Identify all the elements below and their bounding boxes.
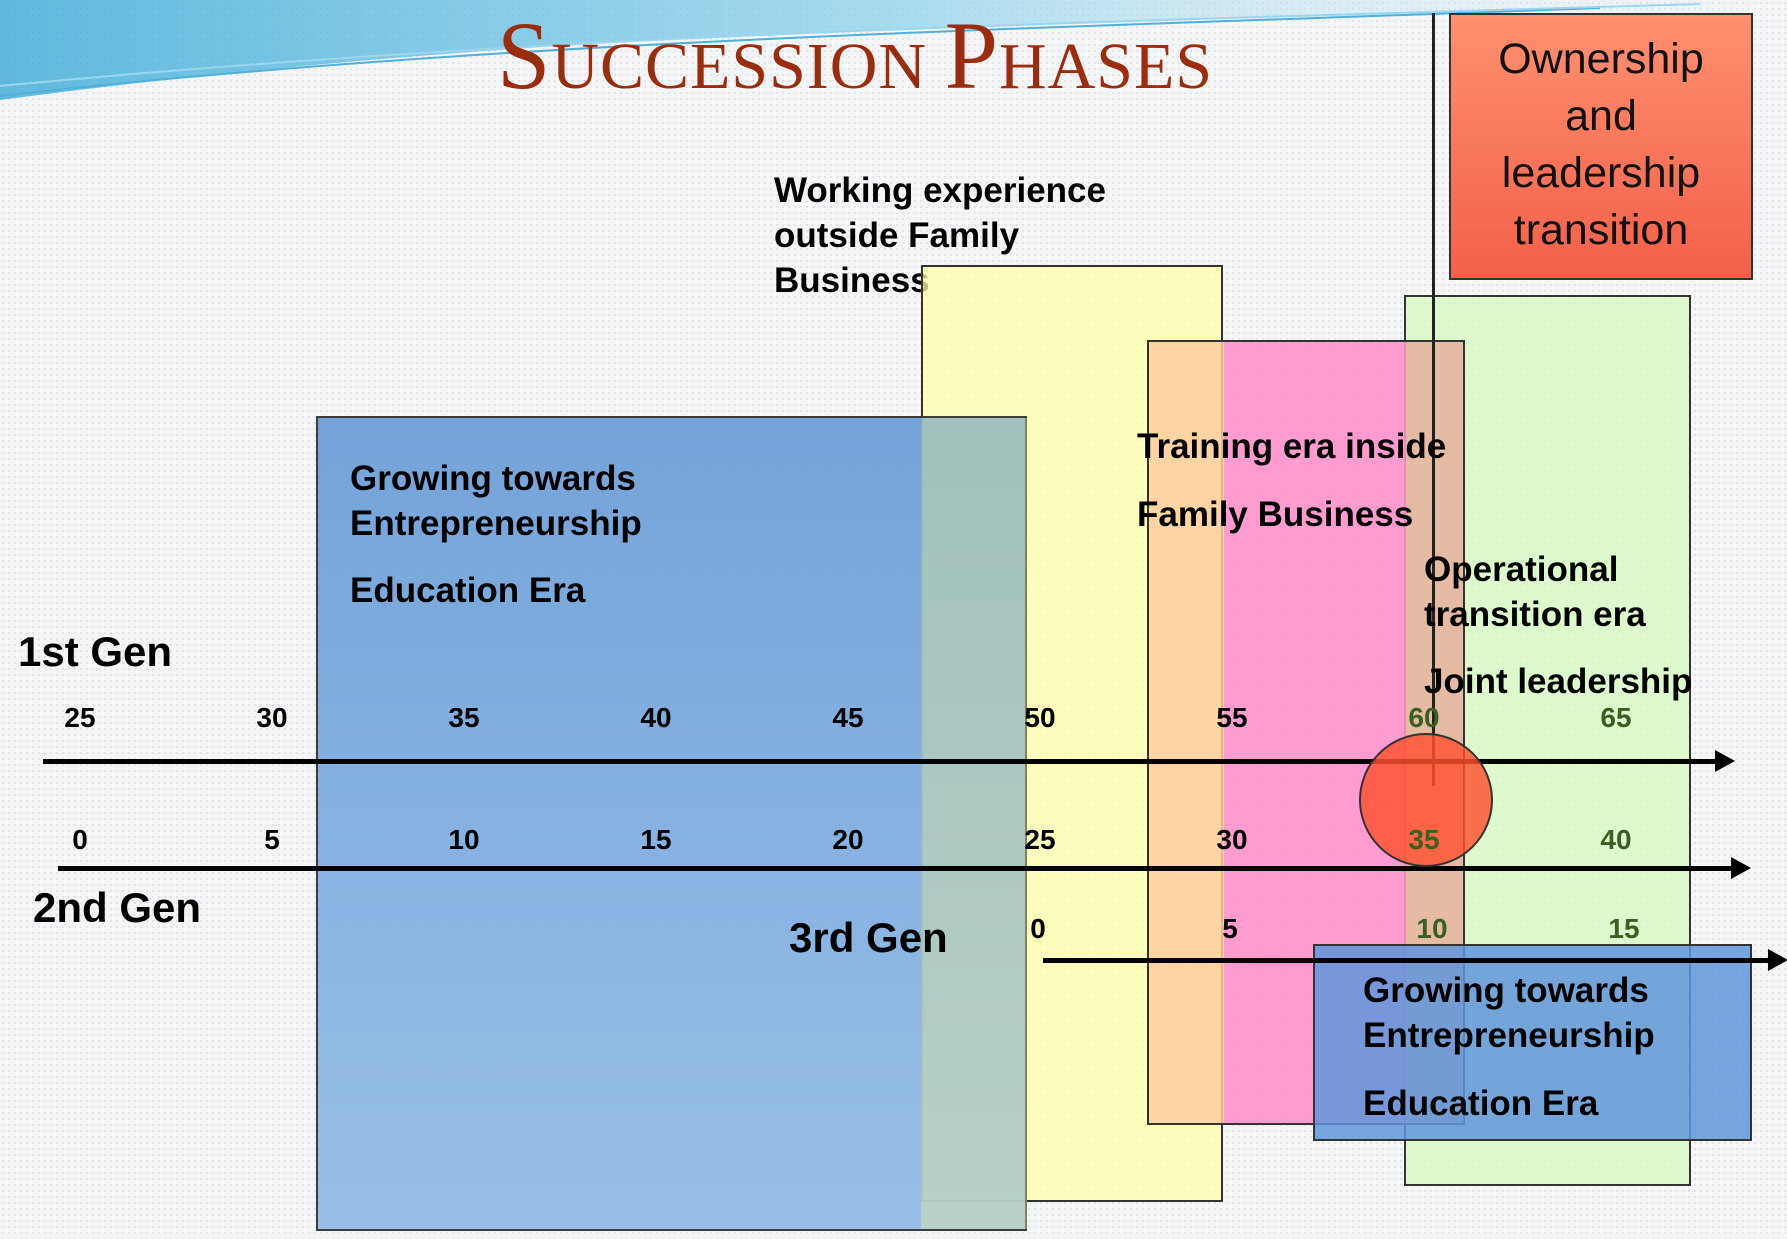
gen-label-3rd: 3rd Gen bbox=[789, 914, 948, 961]
axis-line-3rd-gen bbox=[1043, 949, 1787, 971]
education-era-box-1 bbox=[316, 416, 1027, 1231]
title-rest-1: UCCESSION bbox=[551, 30, 945, 103]
ownership-transition-box: Ownership and leadership transition bbox=[1449, 13, 1753, 280]
ownership-transition-label: Ownership and leadership transition bbox=[1498, 35, 1704, 254]
training-era-line-2: Family Business bbox=[1137, 495, 1414, 534]
education-era-box-2 bbox=[1313, 944, 1752, 1141]
page-title: SUCCESSION PHASES bbox=[0, 8, 1710, 104]
tick-axis_3-1: 5 bbox=[1222, 913, 1238, 944]
tick-axis_2-6: 30 bbox=[1216, 824, 1248, 855]
tick-axis_2-2: 10 bbox=[448, 824, 480, 855]
title-rest-2: HASES bbox=[998, 30, 1214, 103]
tick-axis_1-4: 45 bbox=[832, 702, 864, 733]
tick-axis_3-2: 10 bbox=[1416, 913, 1448, 944]
tick-axis_1-2: 35 bbox=[448, 702, 480, 733]
title-initial-p: P bbox=[944, 2, 999, 109]
tick-axis_2-4: 20 bbox=[832, 824, 864, 855]
tick-axis_2-8: 40 bbox=[1600, 824, 1632, 855]
transition-circle-marker bbox=[1359, 733, 1493, 867]
axis-line-1st-gen bbox=[43, 750, 1735, 772]
education-era-label-1: Education Era bbox=[350, 571, 586, 610]
tick-axis_1-7: 60 bbox=[1408, 702, 1440, 733]
tick-axis_1-1: 30 bbox=[256, 702, 288, 733]
tick-axis_2-1: 5 bbox=[264, 824, 280, 855]
growing-label-1: Growing towards Entrepreneurship bbox=[350, 459, 642, 543]
operational-label-2: Joint leadership bbox=[1424, 662, 1693, 701]
tick-axis_1-8: 65 bbox=[1600, 702, 1632, 733]
working-experience-label: Working experience outside Family Busine… bbox=[774, 171, 1106, 300]
training-era-line-1: Training era inside bbox=[1137, 427, 1447, 466]
tick-axis_3-0: 0 bbox=[1030, 913, 1046, 944]
tick-axis_2-7: 35 bbox=[1408, 824, 1440, 855]
gen-label-1st: 1st Gen bbox=[18, 628, 173, 675]
tick-axis_1-6: 55 bbox=[1216, 702, 1248, 733]
growing-label-2: Growing towards Entrepreneurship bbox=[1363, 971, 1655, 1055]
decorative-wave bbox=[0, 0, 1787, 100]
tick-axis_1-3: 40 bbox=[640, 702, 672, 733]
gen-label-2nd: 2nd Gen bbox=[33, 884, 202, 931]
operational-label-1: Operational transition era bbox=[1424, 550, 1646, 634]
title-initial-s: S bbox=[496, 2, 552, 109]
tick-axis_2-3: 15 bbox=[640, 824, 672, 855]
tick-axis_3-3: 15 bbox=[1608, 913, 1640, 944]
tick-axis_1-5: 50 bbox=[1024, 702, 1056, 733]
tick-axis_2-5: 25 bbox=[1024, 824, 1056, 855]
transition-marker-line bbox=[1432, 13, 1435, 786]
education-era-label-2: Education Era bbox=[1363, 1084, 1599, 1123]
yellow-overlap-strip bbox=[921, 418, 1027, 1229]
axis-line-2nd-gen bbox=[58, 857, 1751, 879]
tick-axis_1-0: 25 bbox=[64, 702, 96, 733]
tick-axis_2-0: 0 bbox=[72, 824, 88, 855]
